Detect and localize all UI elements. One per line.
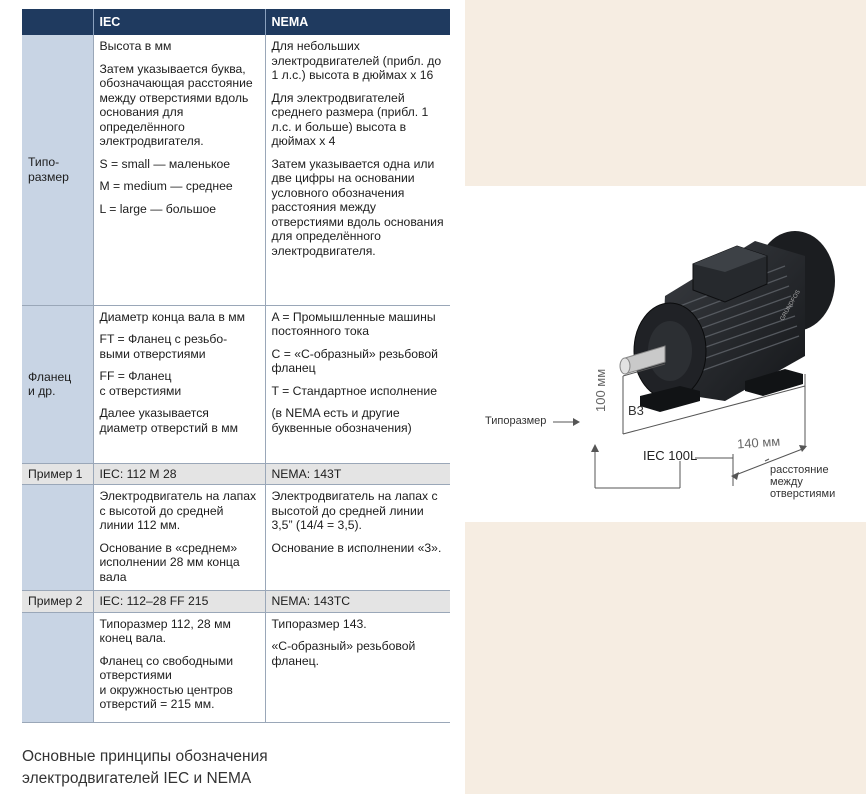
row-label-example-1: Пример 1 xyxy=(22,463,94,485)
row-label-flange: Фланец и др. xyxy=(22,305,94,464)
height-dimension: 100 мм xyxy=(593,368,608,412)
frame-size-label: Типоразмер xyxy=(485,415,547,427)
header-iec: IEC xyxy=(93,9,266,35)
front-foot xyxy=(640,386,700,412)
text: Для небольших электродвигателей (прибл. … xyxy=(271,39,442,82)
text: Основание в «среднем» исполнении 28 мм к… xyxy=(99,540,240,584)
row-example-2: Пример 2 IEC: 112–28 FF 215 NEMA: 143TC xyxy=(22,590,450,613)
cell-example2-iec: IEC: 112–28 FF 215 xyxy=(93,590,266,613)
text: Основание в исполнении «3». xyxy=(271,540,442,555)
text: FF = Фланец с отверстиями xyxy=(99,369,182,398)
text: «С-образный» резьбовой фланец. xyxy=(271,639,416,668)
terminal-box-lid xyxy=(693,246,767,272)
header-empty xyxy=(22,9,94,35)
arrow-heads xyxy=(573,418,807,480)
distance-between-holes-label: расстояние между отверстиями xyxy=(770,464,836,500)
cell-example2-nema: NEMA: 143TC xyxy=(265,590,450,613)
text: Фланец со свободными отверстиями и окруж… xyxy=(99,653,234,712)
figure-caption: Основные принципы обозначения электродви… xyxy=(22,748,268,787)
text: Типоразмер 112, 28 мм конец вала. xyxy=(99,616,231,646)
length-dimension: 140 мм xyxy=(736,433,781,452)
text: Затем указывается буква, обозначающая ра… xyxy=(99,61,253,149)
text: Типоразмер 143. xyxy=(271,616,367,631)
row-example-2-desc: Типоразмер 112, 28 мм конец вала. Фланец… xyxy=(22,612,450,723)
dimension-lines xyxy=(553,363,806,489)
header-nema: NEMA xyxy=(265,9,450,35)
text: T = Стандартное исполнение xyxy=(271,383,437,398)
text: Далее указывается диаметр отверстий в мм xyxy=(99,406,238,435)
text: S = small — маленькое xyxy=(99,156,231,171)
row-label-blank xyxy=(22,484,94,591)
text: Высота в мм xyxy=(99,39,172,53)
text: Электродвигатель на лапах с высотой до с… xyxy=(271,489,438,532)
motor-illustration: GRUNDFOS xyxy=(553,231,835,489)
cell-flange-iec: Диаметр конца вала в мм FT = Фланец с ре… xyxy=(93,305,266,464)
row-example-1: Пример 1 IEC: 112 M 28 NEMA: 143T xyxy=(22,463,450,485)
row-label-blank xyxy=(22,612,94,723)
motor-figure: GRUNDFOS Типоразмер 100 мм B3 IEC 100L 1… xyxy=(465,186,866,522)
rear-foot xyxy=(745,369,803,396)
text: C = «C-образный» резьбовой фланец xyxy=(271,346,438,376)
text: A = Промышленные машины постоянного тока xyxy=(271,309,436,339)
text: L = large — большое xyxy=(99,201,217,216)
text: Диаметр конца вала в мм xyxy=(99,309,245,324)
text: Электродвигатель на лапах с высотой до с… xyxy=(99,489,257,532)
table-header-row: IEC NEMA xyxy=(22,9,450,35)
text: Для электродвигателей среднего размера (… xyxy=(271,90,429,149)
designation-table: IEC NEMA Типо- размер Высота в мм Затем … xyxy=(22,9,450,723)
cell-example1-nema-desc: Электродвигатель на лапах с высотой до с… xyxy=(265,484,450,591)
row-flange: Фланец и др. Диаметр конца вала в мм FT … xyxy=(22,305,450,464)
shaft-end xyxy=(619,357,631,375)
model-code-label: IEC 100L xyxy=(643,448,698,463)
cell-frame-iec: Высота в мм Затем указывается буква, обо… xyxy=(93,35,266,306)
row-example-1-desc: Электродвигатель на лапах с высотой до с… xyxy=(22,484,450,591)
cell-frame-nema: Для небольших электродвигателей (прибл. … xyxy=(265,35,450,306)
text: (в NEMA есть и другие буквенные обозначе… xyxy=(271,406,412,435)
text: M = medium — среднее xyxy=(99,179,233,193)
cell-example2-iec-desc: Типоразмер 112, 28 мм конец вала. Фланец… xyxy=(93,612,266,723)
mount-code-label: B3 xyxy=(628,403,644,418)
cell-flange-nema: A = Промышленные машины постоянного тока… xyxy=(265,305,450,464)
cell-example1-iec-desc: Электродвигатель на лапах с высотой до с… xyxy=(93,484,266,591)
row-frame-size: Типо- размер Высота в мм Затем указывает… xyxy=(22,35,450,306)
row-label-example-2: Пример 2 xyxy=(22,590,94,613)
cell-example2-nema-desc: Типоразмер 143. «С-образный» резьбовой ф… xyxy=(265,612,450,723)
cell-example1-nema: NEMA: 143T xyxy=(265,463,450,485)
text: Затем указывается одна или две цифры на … xyxy=(271,156,444,258)
row-label-frame: Типо- размер xyxy=(22,35,94,306)
cell-example1-iec: IEC: 112 M 28 xyxy=(93,463,266,485)
text: FT = Фланец с резьбо- выми отверстиями xyxy=(99,332,228,361)
